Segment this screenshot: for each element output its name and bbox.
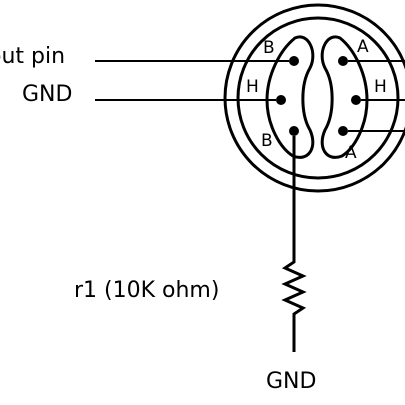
pin-left-top <box>289 56 299 66</box>
pin-label-left-mid: H <box>246 77 259 97</box>
label-resistor: r1 (10K ohm) <box>74 278 219 303</box>
sensor-inner-ring <box>236 16 400 180</box>
pin-right-mid <box>351 95 361 105</box>
right-electrode-outline <box>320 35 369 159</box>
pin-right-top <box>338 56 348 66</box>
left-electrode-outline <box>265 35 315 159</box>
sensor-outer-ring <box>223 3 405 193</box>
pin-label-left-bottom: B <box>261 131 273 151</box>
pin-label-right-top: A <box>357 37 369 57</box>
pin-label-left-top: B <box>263 38 275 58</box>
label-gnd-left: GND <box>22 82 72 107</box>
label-gnd-bottom: GND <box>266 369 316 394</box>
pin-left-mid <box>276 95 286 105</box>
resistor-r1-symbol <box>281 250 307 352</box>
pin-left-bottom <box>289 126 299 136</box>
pin-label-right-mid: H <box>374 77 387 97</box>
pin-right-bottom <box>338 126 348 136</box>
pin-label-right-bottom: A <box>345 143 357 163</box>
label-output-pin: out pin <box>0 44 65 69</box>
